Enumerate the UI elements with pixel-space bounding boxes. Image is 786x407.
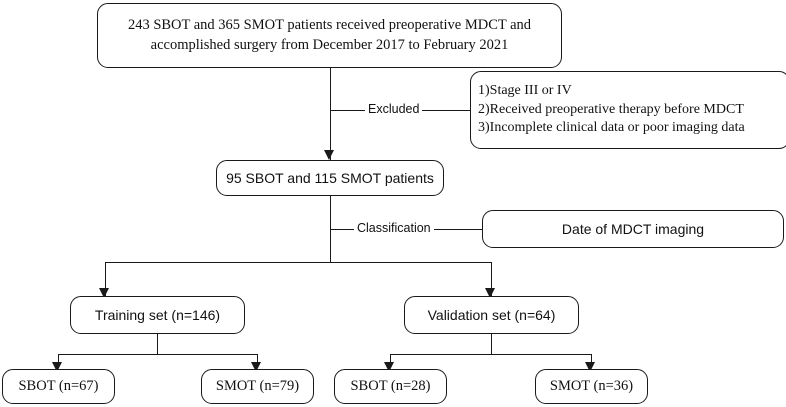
split-bus-level1	[105, 262, 491, 263]
training-smot-label: SMOT (n=79)	[215, 377, 300, 394]
exclusion-item-1: 1)Stage III or IV	[478, 83, 572, 99]
node-classification-basis: Date of MDCT imaging	[482, 210, 784, 248]
node-training-set: Training set (n=146)	[70, 296, 245, 334]
node-training-sbot: SBOT (n=67)	[2, 369, 115, 404]
node-included-patients: 95 SBOT and 115 SMOT patients	[216, 160, 444, 196]
split-bus-training	[58, 354, 257, 355]
training-sbot-label: SBOT (n=67)	[18, 377, 99, 394]
node-enrollment: 243 SBOT and 365 SMOT patients received …	[97, 3, 562, 68]
node-validation-sbot: SBOT (n=28)	[334, 369, 447, 404]
edge-to-training-set	[105, 262, 106, 296]
classification-basis-label: Date of MDCT imaging	[561, 220, 705, 237]
node-validation-set: Validation set (n=64)	[404, 296, 579, 334]
edge-to-training-sbot	[58, 354, 59, 368]
node-validation-smot: SMOT (n=36)	[535, 369, 648, 404]
edge-training-stem	[157, 334, 158, 354]
arrowhead-training-sbot	[52, 362, 63, 372]
edge-to-validation-smot	[591, 354, 592, 368]
edge-label-excluded: Excluded	[365, 103, 423, 116]
enrollment-line-2: accomplished surgery from December 2017 …	[150, 36, 509, 53]
validation-sbot-label: SBOT (n=28)	[350, 377, 431, 394]
arrowhead-training-smot	[251, 362, 262, 372]
edge-to-validation-sbot	[390, 354, 391, 368]
exclusion-item-3: 3)Incomplete clinical data or poor imagi…	[478, 120, 745, 136]
arrowhead-validation-set	[485, 288, 496, 298]
arrowhead-included	[324, 150, 335, 160]
enrollment-line-1: 243 SBOT and 365 SMOT patients received …	[127, 17, 532, 34]
validation-smot-label: SMOT (n=36)	[549, 377, 634, 394]
edge-validation-stem	[491, 334, 492, 354]
arrowhead-validation-sbot	[384, 362, 395, 372]
validation-set-label: Validation set (n=64)	[427, 306, 556, 323]
edge-to-training-smot	[257, 354, 258, 368]
arrowhead-validation-smot	[585, 362, 596, 372]
edge-label-classification: Classification	[354, 222, 434, 235]
included-label: 95 SBOT and 115 SMOT patients	[226, 169, 434, 186]
node-exclusion-criteria: 1)Stage III or IV 2)Received preoperativ…	[470, 71, 786, 149]
training-set-label: Training set (n=146)	[94, 306, 221, 323]
edge-to-validation-set	[491, 262, 492, 296]
edge-enrollment-to-included	[330, 68, 331, 160]
arrowhead-training-set	[99, 288, 110, 298]
node-training-smot: SMOT (n=79)	[201, 369, 314, 404]
exclusion-item-2: 2)Received preoperative therapy before M…	[478, 101, 744, 117]
split-bus-validation	[390, 354, 591, 355]
